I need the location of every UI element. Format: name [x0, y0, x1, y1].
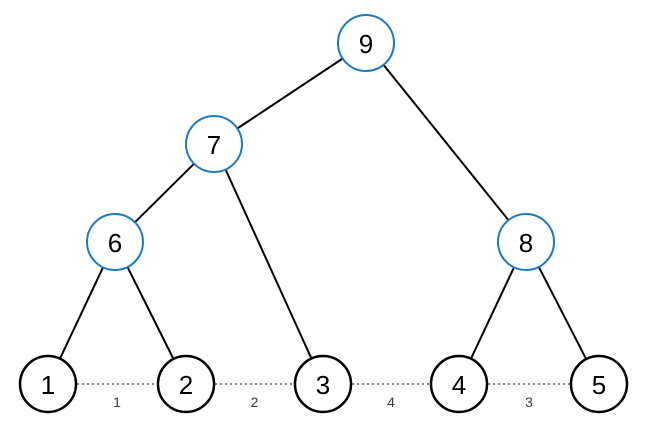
- edges-layer: [59, 57, 588, 360]
- leaf-node-circle-2: [156, 354, 216, 414]
- tree-node-1: 1: [18, 354, 78, 414]
- tree-edge-7-3: [224, 169, 313, 359]
- tree-node-6: 6: [86, 213, 144, 271]
- tree-node-3: 3: [293, 354, 353, 414]
- tree-node-8: 8: [497, 213, 555, 271]
- tree-node-4: 4: [429, 354, 489, 414]
- leaf-node-circle-3: [293, 354, 353, 414]
- tree-edge-9-8: [382, 64, 510, 221]
- tree-edge-6-2: [126, 266, 175, 360]
- tree-edge-9-7: [236, 57, 344, 130]
- tree-edge-8-4: [470, 266, 515, 360]
- tree-edge-8-5: [537, 266, 588, 360]
- node-value-label-7: 7: [207, 130, 221, 160]
- tree-node-2: 2: [156, 354, 216, 414]
- leaf-node-circle-5: [569, 354, 629, 414]
- tree-node-9: 9: [337, 14, 395, 72]
- tree-edge-7-6: [134, 162, 195, 224]
- gaps-layer: 1 2 4 3: [77, 383, 570, 410]
- tree-node-5: 5: [569, 354, 629, 414]
- tree-node-7: 7: [185, 115, 243, 173]
- internal-node-circle-7: [185, 115, 243, 173]
- node-value-label-1: 1: [41, 370, 55, 400]
- tree-edge-6-1: [59, 266, 104, 360]
- leaf-node-circle-1: [18, 354, 78, 414]
- gap-label-4-5: 3: [525, 394, 533, 410]
- internal-node-circle-8: [497, 213, 555, 271]
- gap-label-1-2: 1: [113, 394, 121, 410]
- node-value-label-5: 5: [592, 370, 606, 400]
- gap-label-3-4: 4: [387, 394, 395, 410]
- node-value-label-9: 9: [359, 29, 373, 59]
- internal-node-circle-9: [337, 14, 395, 72]
- node-value-label-8: 8: [519, 228, 533, 258]
- nodes-layer: 9 7 6 8 1 2 3 4 5: [18, 14, 629, 414]
- leaf-node-circle-4: [429, 354, 489, 414]
- internal-node-circle-6: [86, 213, 144, 271]
- gap-label-2-3: 2: [251, 394, 259, 410]
- node-value-label-6: 6: [108, 228, 122, 258]
- node-value-label-3: 3: [316, 370, 330, 400]
- node-value-label-4: 4: [452, 370, 466, 400]
- node-value-label-2: 2: [179, 370, 193, 400]
